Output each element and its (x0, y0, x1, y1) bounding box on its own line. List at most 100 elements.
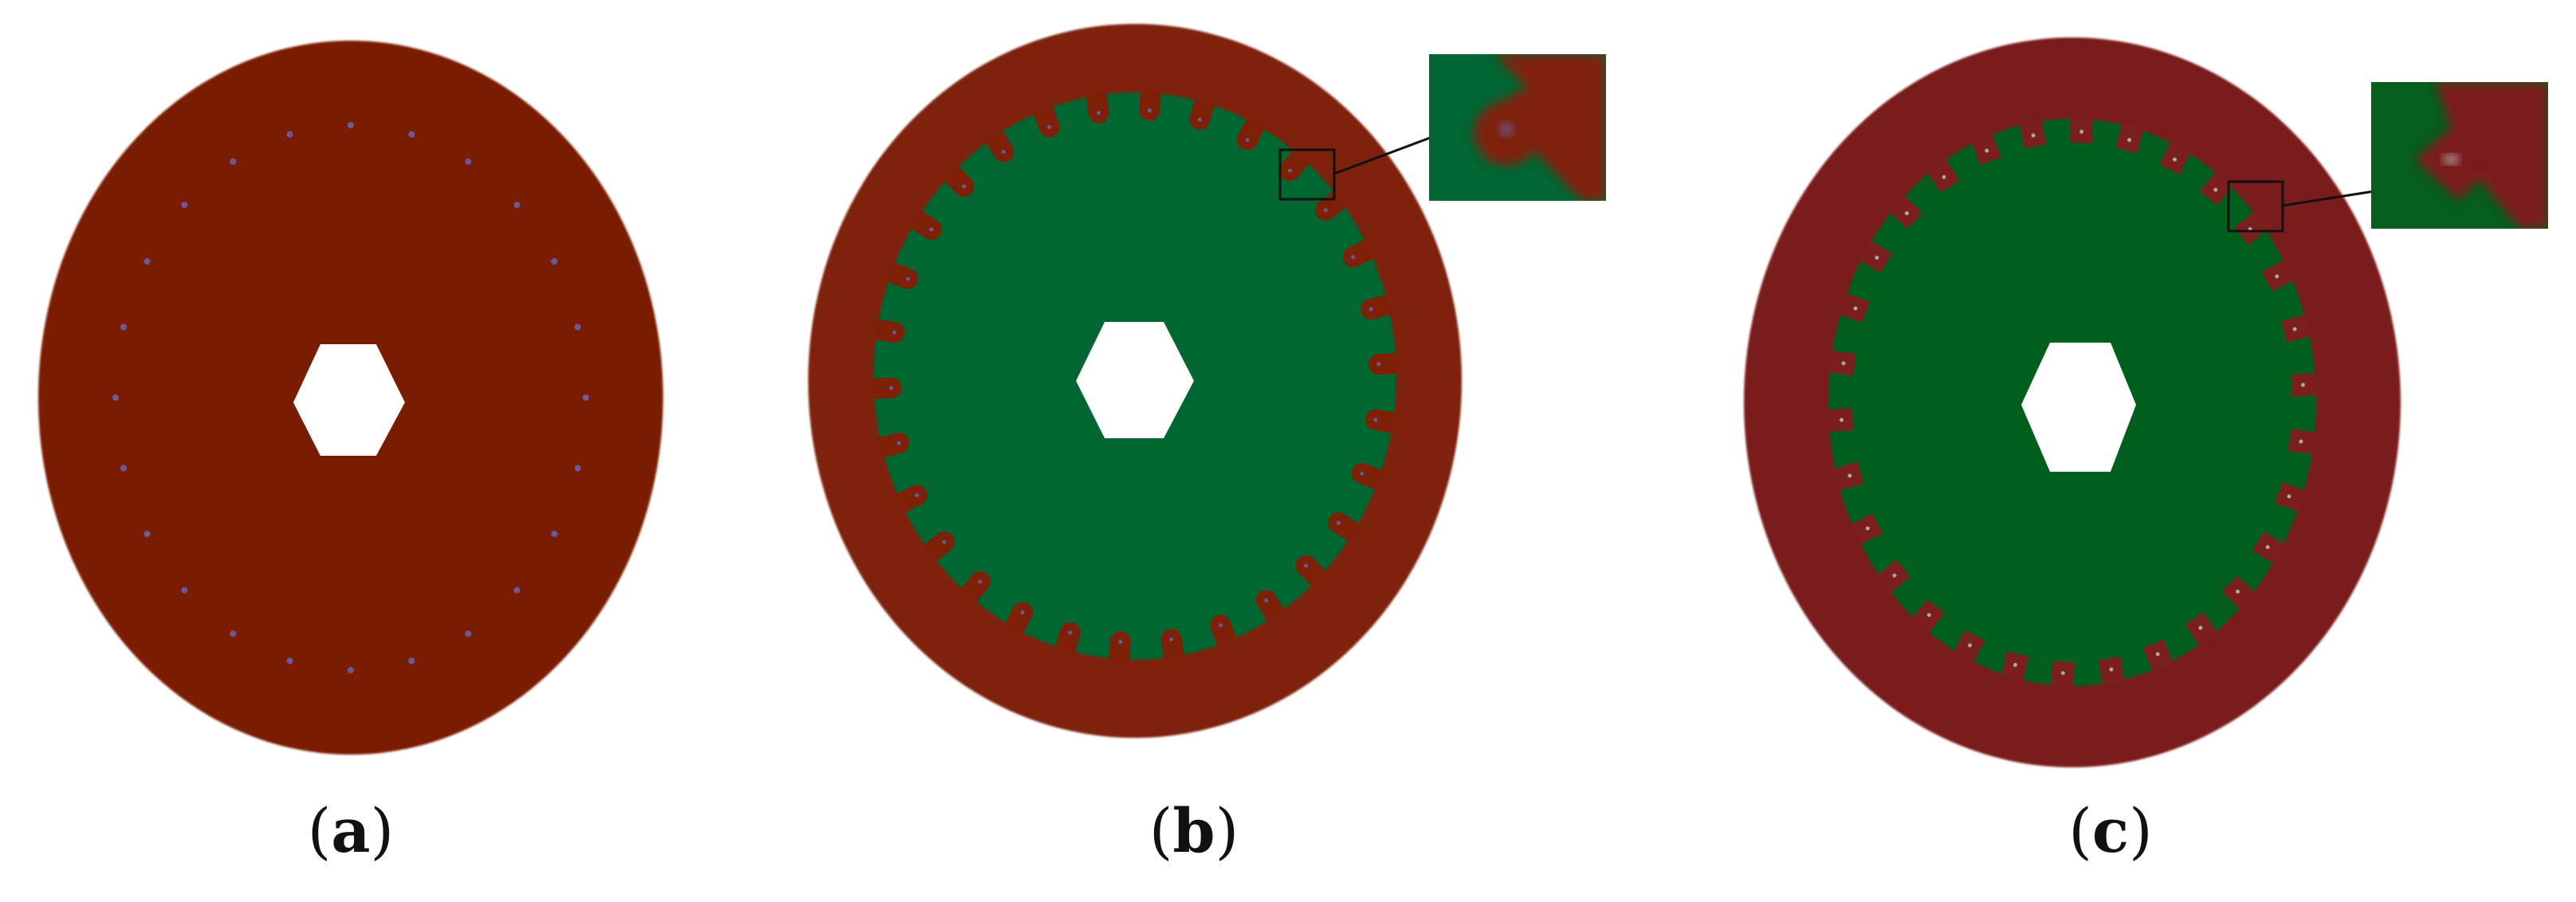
rotor-notch (1295, 555, 1327, 587)
hole-dot (230, 630, 237, 637)
rotor-notch (2115, 123, 2144, 154)
rotor-notch (2143, 639, 2174, 672)
rotor-notch (2098, 656, 2125, 686)
rotor-notch (1826, 408, 1854, 433)
rotor-notch (1315, 190, 1348, 221)
rotor-notch (943, 165, 975, 198)
rotor-notch (1237, 118, 1266, 151)
hole-dot (513, 586, 520, 594)
hole-dot (574, 465, 581, 472)
rotor-notch (1838, 292, 1871, 324)
caption-b: (b) (1149, 795, 1239, 866)
hole-dot (513, 202, 520, 209)
hole-dot (143, 258, 151, 265)
hole-dot (408, 657, 415, 665)
hole-dots-a (112, 122, 589, 673)
rotor-notch (2070, 116, 2094, 143)
rotor-notch (895, 484, 928, 513)
rotor-notch (1832, 461, 1864, 491)
rotor-notch (2159, 141, 2192, 175)
caption-a: (a) (307, 795, 395, 866)
hex-hole-a (293, 344, 405, 456)
rotor-notch (1189, 98, 1215, 131)
rotor-notch (2221, 575, 2256, 610)
hole-dot (286, 131, 293, 138)
rotor-notch (1032, 105, 1060, 138)
zoom-box-b (1278, 148, 1336, 201)
zoom-inset-b (1429, 54, 1606, 201)
hole-dot (408, 131, 415, 138)
hex-hole-c (2021, 343, 2136, 472)
rotor-notch (960, 571, 991, 603)
rotor-notch (2252, 531, 2286, 565)
rotor-notch (1255, 590, 1286, 622)
rotor-notch (1210, 614, 1238, 647)
hole-dot (465, 630, 472, 637)
inset-dot-c (2443, 155, 2459, 164)
hole-dot (551, 258, 558, 265)
rotor-notch (871, 377, 902, 399)
rotor-notch (1342, 239, 1375, 268)
rotor-notch (2261, 260, 2295, 292)
rotor-notch (1365, 409, 1396, 433)
rotor-notch (1911, 599, 1945, 633)
caption-c: (c) (2068, 795, 2153, 866)
panel-a (38, 41, 663, 755)
rotor-notch (1953, 630, 1985, 664)
hole-dot (120, 324, 128, 331)
rotor-notch (1368, 353, 1399, 375)
rotor-notch (2200, 171, 2233, 206)
rotor-notch (1361, 294, 1392, 320)
hole-dot (574, 324, 581, 331)
rotor-notch (909, 210, 942, 240)
rotor-notch (2185, 612, 2218, 646)
hole-dot (181, 202, 188, 209)
hole-dot (120, 465, 128, 472)
rotor-notch (1160, 629, 1184, 660)
hole-dot (348, 667, 354, 673)
hole-dot (348, 122, 354, 128)
hole-dot (181, 586, 188, 594)
rotor-notch (878, 432, 909, 458)
hole-dot (143, 531, 151, 537)
rotor-notch (886, 262, 919, 289)
hex-hole-b (1076, 322, 1194, 438)
hole-dot (230, 158, 237, 165)
hole-dot (286, 657, 293, 665)
rotor-notch (1328, 512, 1361, 543)
rotor-notch (2020, 119, 2047, 149)
zoom-box-c (2227, 180, 2284, 233)
rotor-notch (1004, 602, 1033, 634)
rotor-notch (874, 319, 905, 343)
rotor-notch (2001, 651, 2029, 682)
rotor-notch (1054, 622, 1081, 654)
zoom-inset-c (2371, 82, 2548, 229)
hole-dot (583, 394, 589, 401)
rotor-notch (1279, 149, 1310, 182)
rotor-notch (1849, 513, 1883, 545)
panel-c (1744, 37, 2548, 767)
rotor-notch (2051, 661, 2075, 688)
rotor-notch (2280, 314, 2312, 343)
rotor-notch (1828, 350, 1856, 376)
rotor-notch (2274, 481, 2307, 512)
rotor-notch (1086, 92, 1109, 124)
rotor-notch (1139, 90, 1161, 121)
rotor-notch (2291, 372, 2319, 397)
rotor-notch (1876, 559, 1910, 594)
rotor-notch (1109, 631, 1131, 662)
panel-b (808, 24, 1606, 738)
inset-dot-b (1500, 123, 1513, 135)
rotor-notch (1971, 133, 2001, 166)
rotor-notch (922, 531, 955, 563)
rotor-notch (1351, 463, 1384, 490)
hole-dot (551, 531, 558, 537)
rotor-notch (1926, 159, 1960, 193)
hole-dot (112, 394, 119, 401)
rotor-notch (1859, 240, 1893, 273)
rotor-notch (2288, 429, 2317, 455)
rotor-notch (984, 130, 1015, 163)
hole-dot (465, 158, 472, 165)
rotor-notch (1888, 194, 1923, 229)
